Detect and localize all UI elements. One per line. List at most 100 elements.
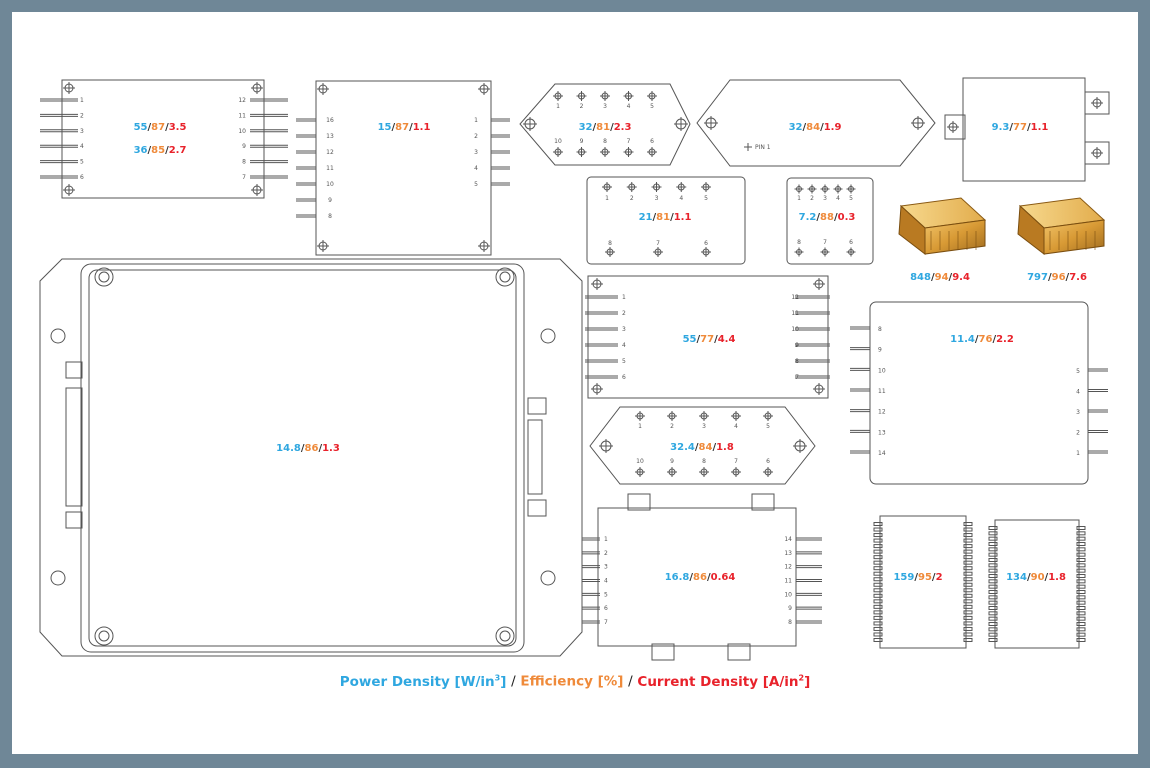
legend-efficiency: Efficiency [%] <box>520 673 624 690</box>
pin-number: 8 <box>603 138 607 145</box>
module-m15-pin <box>873 527 883 532</box>
mounting-hole <box>50 570 66 586</box>
pin-number: 6 <box>650 138 654 145</box>
pin-number: 8 <box>795 358 799 365</box>
pin-number: 3 <box>655 195 659 202</box>
module-m16-pin <box>988 632 998 637</box>
module-m7-body <box>786 177 874 265</box>
pin-number: 16 <box>326 117 334 124</box>
module-m15-pin <box>873 522 883 526</box>
module-m14-tab <box>651 643 675 661</box>
module-label-m3: 32/81/2.3 <box>578 122 632 133</box>
module-m16-pin <box>988 536 998 541</box>
pin-number: 3 <box>622 326 626 333</box>
module-m16-pin <box>1076 542 1086 546</box>
pin-number: 7 <box>242 174 246 181</box>
module-m16-pin <box>1076 606 1086 610</box>
pin-number: 2 <box>630 195 634 202</box>
module-m16-pin <box>988 542 998 546</box>
pin-number: 3 <box>80 128 84 135</box>
mounting-hole <box>50 328 66 344</box>
module-m14-tab <box>727 643 751 661</box>
module-m16-pin <box>1076 558 1086 562</box>
module-m15-pin <box>963 638 973 642</box>
module-m16-pin <box>1076 552 1086 557</box>
pin-number: 11 <box>326 165 334 172</box>
pin-number: 5 <box>604 591 608 598</box>
module-m15-pin <box>963 604 973 609</box>
screw <box>98 271 110 283</box>
module-m15-pin <box>963 549 973 554</box>
module-m15-pin <box>873 544 883 549</box>
mounting-hole <box>540 328 556 344</box>
pin-number: 1 <box>622 294 626 301</box>
pin-number: 4 <box>627 103 631 110</box>
pin-number: 10 <box>878 367 886 374</box>
module-m16-pin <box>1076 638 1086 642</box>
pin-number: 5 <box>1076 368 1080 375</box>
module-label-m1a: 55/87/3.5 <box>133 122 187 133</box>
module-m16-pin <box>988 531 998 536</box>
screw <box>495 626 515 646</box>
module-label-m2: 15/87/1.1 <box>377 122 431 133</box>
screw <box>495 267 515 287</box>
module-m12-body <box>869 301 1089 485</box>
module-m15-pin <box>963 621 973 626</box>
module-label-m6: 21/81/1.1 <box>638 212 692 223</box>
module-m5-tab <box>1084 91 1110 115</box>
module-m15-pin <box>963 599 973 604</box>
pin-number: 1 <box>638 423 642 430</box>
module-m15-pin <box>873 538 883 543</box>
module-m15-pin <box>873 588 883 593</box>
diagram-canvas <box>12 12 1138 754</box>
pin-number: 6 <box>704 240 708 247</box>
module-m16-pin <box>988 590 998 594</box>
module-label-m7: 7.2/88/0.3 <box>798 212 856 223</box>
module-label-m13: 32.4/84/1.8 <box>670 442 734 453</box>
module-m16-pin <box>1076 547 1086 552</box>
pin-number: 4 <box>604 578 608 585</box>
module-m16-pin <box>988 622 998 626</box>
pin-number: 3 <box>823 195 827 202</box>
pin-number: 13 <box>784 550 792 557</box>
module-m16-pin <box>988 606 998 610</box>
module-m4-body <box>696 79 936 167</box>
screw <box>98 630 110 642</box>
mounting-hole <box>540 570 556 586</box>
pin-number: 4 <box>80 143 84 150</box>
pin-number: 5 <box>704 195 708 202</box>
module-m15-pin <box>963 588 973 593</box>
module-m15-pin <box>873 615 883 620</box>
pin-number: 10 <box>238 128 246 135</box>
module-m6-body <box>586 176 746 265</box>
module-m15-pin <box>873 571 883 576</box>
pin-number: 7 <box>656 240 660 247</box>
pin-number: 11 <box>784 578 792 585</box>
module-m2-body <box>315 80 492 256</box>
pin-number: 6 <box>849 239 853 246</box>
module-m15-pin <box>963 527 973 532</box>
module-m16-pin <box>988 595 998 600</box>
module-m16-pin <box>988 563 998 568</box>
module-m14-tab <box>627 493 651 511</box>
pin-number: 9 <box>878 347 882 354</box>
pin-number: 8 <box>702 458 706 465</box>
module-m16-pin <box>1076 531 1086 536</box>
pin-number: 11 <box>238 112 246 119</box>
pin-number: 4 <box>474 165 478 172</box>
pin-number: 7 <box>627 138 631 145</box>
module-m15-pin <box>963 533 973 538</box>
module-m15-pin <box>873 582 883 587</box>
pin-number: 2 <box>1076 430 1080 437</box>
module-m15-pin <box>963 610 973 615</box>
pin-number: 5 <box>80 159 84 166</box>
module-m16-pin <box>1076 600 1086 605</box>
pin-number: 1 <box>604 536 608 543</box>
pin-number: 9 <box>242 143 246 150</box>
module-m16-pin <box>1076 590 1086 594</box>
pin-number: 4 <box>1076 389 1080 396</box>
module-m15-pin <box>963 582 973 587</box>
module-m16-pin <box>1076 563 1086 568</box>
pin-number: 8 <box>797 239 801 246</box>
